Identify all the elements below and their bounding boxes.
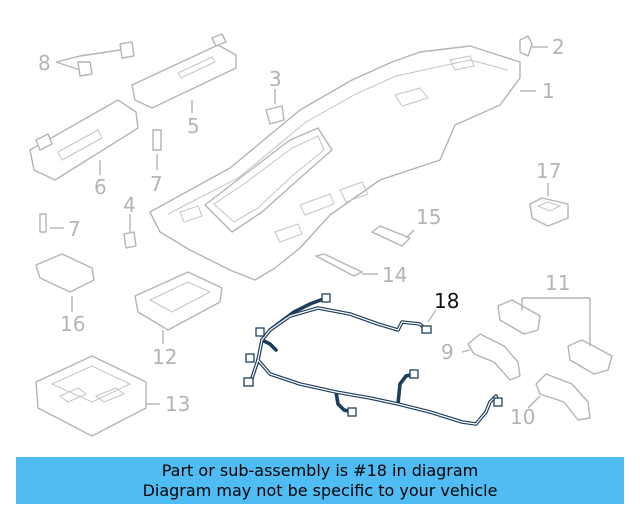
roof-harness-part-18 — [243, 293, 503, 426]
lamp-part-15 — [371, 225, 411, 247]
callout-10: 10 — [510, 405, 535, 429]
callout-14: 14 — [382, 263, 407, 287]
overhead-console-part-13 — [35, 355, 147, 437]
clip-part-2 — [519, 35, 533, 57]
banner-line-1: Part or sub-assembly is #18 in diagram — [161, 460, 479, 480]
callout-5: 5 — [187, 114, 200, 138]
grip-part-10 — [535, 373, 591, 421]
hook-part-11 — [497, 299, 613, 375]
bracket-part-12 — [134, 271, 223, 331]
callout-16: 16 — [60, 312, 85, 336]
clip-part-8 — [77, 41, 135, 77]
strip-part-14 — [315, 253, 363, 277]
callout-8: 8 — [38, 51, 51, 75]
callout-7a: 7 — [150, 172, 163, 196]
callout-3: 3 — [269, 67, 282, 91]
callout-13: 13 — [165, 392, 190, 416]
callout-6: 6 — [94, 175, 107, 199]
switch-part-17 — [529, 197, 569, 227]
leader-lines — [50, 46, 591, 409]
callout-4: 4 — [123, 193, 136, 217]
grip-part-9 — [467, 333, 521, 381]
callout-1: 1 — [542, 79, 555, 103]
callout-15: 15 — [416, 205, 441, 229]
callout-17: 17 — [536, 159, 561, 183]
headliner-part-1 — [149, 45, 521, 281]
callout-12: 12 — [152, 345, 177, 369]
sun-visor-part-6 — [29, 99, 139, 181]
part-notice-banner: Part or sub-assembly is #18 in diagram D… — [16, 457, 624, 504]
sun-visor-part-5 — [131, 33, 237, 109]
callout-11: 11 — [545, 271, 570, 295]
callout-7b: 7 — [68, 217, 81, 241]
callout-9: 9 — [441, 340, 454, 364]
callout-labels: 1 2 3 4 5 6 7 7 8 9 10 11 12 13 14 15 16… — [38, 35, 570, 429]
screw-part-7 — [39, 129, 162, 233]
callout-18[interactable]: 18 — [434, 289, 459, 313]
callout-2: 2 — [552, 35, 565, 59]
banner-line-2: Diagram may not be specific to your vehi… — [142, 480, 498, 500]
bracket-part-3 — [265, 105, 285, 125]
clip-part-4 — [123, 231, 137, 249]
lamp-part-16 — [35, 253, 95, 293]
